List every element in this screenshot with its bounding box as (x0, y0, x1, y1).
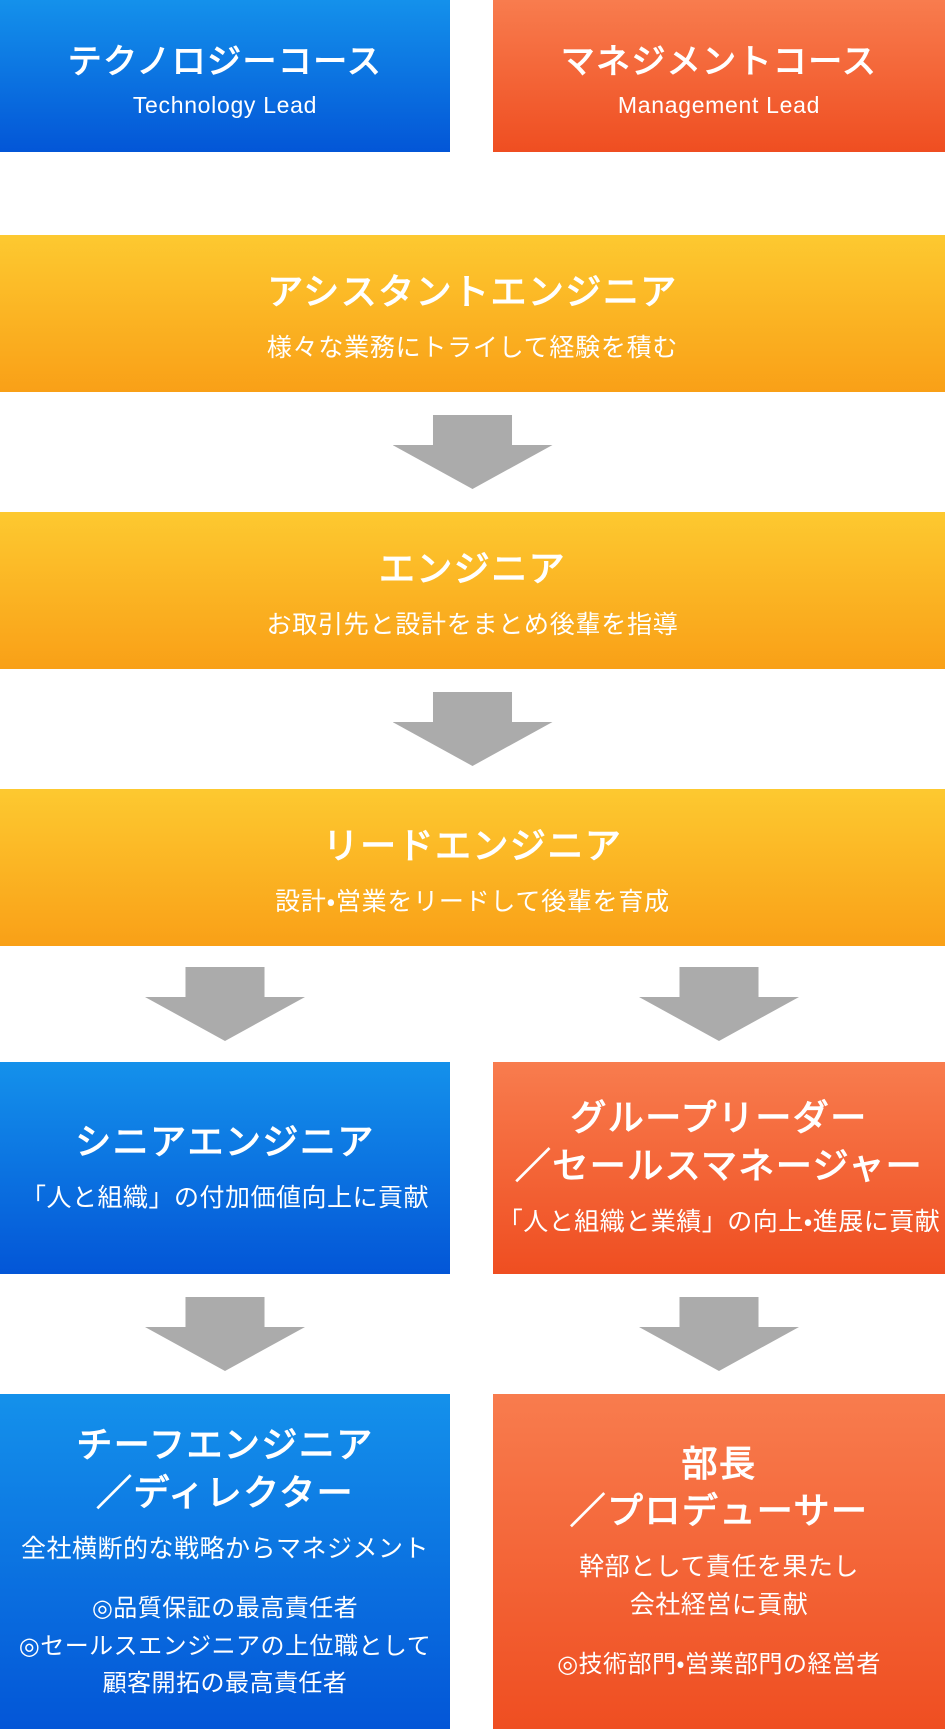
group-leader-card: グループリーダー ／セールスマネージャー 「人と組織と業績」の向上・進展に貢献 (493, 1062, 945, 1274)
final-card-row: チーフエンジニア ／ディレクター 全社横断的な戦略からマネジメント ◎品質保証の… (0, 1394, 945, 1729)
header-row: テクノロジーコース Technology Lead マネジメントコース Mana… (0, 0, 945, 152)
engineer-subtitle: お取引先と設計をまとめ後輩を指導 (266, 611, 679, 639)
arrow-cell-left (0, 946, 450, 1062)
director-subtitle-line-2: 会社経営に貢献 (629, 1590, 809, 1619)
technology-course-header: テクノロジーコース Technology Lead (0, 0, 450, 152)
down-arrow-icon (145, 967, 305, 1041)
engineer-title: エンジニア (378, 548, 567, 589)
management-course-header: マネジメントコース Management Lead (493, 0, 945, 152)
lead-engineer-title: リードエンジニア (322, 825, 623, 866)
chief-engineer-title-line-1: チーフエンジニア (76, 1424, 374, 1466)
technology-course-subtitle: Technology Lead (132, 91, 318, 118)
mid-card-row: シニアエンジニア 「人と組織」の付加価値向上に貢献 グループリーダー ／セールス… (0, 1062, 945, 1274)
director-subtitle-line-1: 幹部として責任を果たし (579, 1553, 859, 1582)
down-arrow-icon (639, 1297, 799, 1371)
down-arrow-icon (145, 1297, 305, 1371)
split-arrow-row-1 (0, 946, 945, 1062)
assistant-engineer-subtitle: 様々な業務にトライして経験を積む (266, 334, 679, 362)
technology-course-title: テクノロジーコース (67, 42, 383, 81)
chief-engineer-bullets: ◎品質保証の最高責任者 ◎セールスエンジニアの上位職として 顧客開拓の最高責任者 (19, 1590, 431, 1702)
director-title-line-1: 部長 (681, 1442, 757, 1484)
engineer-band: エンジニア お取引先と設計をまとめ後輩を指導 (0, 512, 945, 669)
bottom-margin (0, 1729, 945, 1733)
management-course-title: マネジメントコース (560, 42, 878, 81)
chief-engineer-bullet-1: ◎品質保証の最高責任者 (91, 1595, 359, 1623)
header-gap (0, 152, 945, 235)
assistant-engineer-title: アシスタントエンジニア (267, 271, 678, 312)
lead-engineer-band: リードエンジニア 設計・営業をリードして後輩を育成 (0, 789, 945, 946)
split-arrow-row-2 (0, 1274, 945, 1394)
arrow-gap-1 (0, 392, 945, 512)
down-arrow-icon (392, 415, 553, 489)
arrow-cell-right (493, 1297, 945, 1371)
arrow-gap-2 (0, 669, 945, 789)
down-arrow-icon (392, 692, 553, 766)
senior-engineer-card: シニアエンジニア 「人と組織」の付加価値向上に貢献 (0, 1062, 450, 1274)
senior-engineer-subtitle: 「人と組織」の付加価値向上に貢献 (20, 1184, 429, 1213)
management-course-subtitle: Management Lead (617, 91, 821, 118)
chief-engineer-card: チーフエンジニア ／ディレクター 全社横断的な戦略からマネジメント ◎品質保証の… (0, 1394, 450, 1729)
assistant-engineer-band: アシスタントエンジニア 様々な業務にトライして経験を積む (0, 235, 945, 392)
director-card: 部長 ／プロデューサー 幹部として責任を果たし 会社経営に貢献 ◎技術部門・営業… (493, 1394, 945, 1729)
chief-engineer-bullet-2-line-2: 顧客開拓の最高責任者 (102, 1669, 348, 1697)
group-leader-title-line-2: ／セールスマネージャー (514, 1145, 924, 1187)
chief-engineer-subtitle: 全社横断的な戦略からマネジメント (20, 1534, 429, 1563)
director-title: 部長 ／プロデューサー (570, 1440, 869, 1536)
chief-engineer-title-line-2: ／ディレクター (95, 1471, 355, 1513)
lead-engineer-subtitle: 設計・営業をリードして後輩を育成 (275, 888, 670, 916)
chief-engineer-title: チーフエンジニア ／ディレクター (76, 1421, 373, 1517)
group-leader-title: グループリーダー ／セールスマネージャー (515, 1094, 923, 1190)
director-title-line-2: ／プロデューサー (569, 1490, 869, 1532)
director-subtitle: 幹部として責任を果たし 会社経営に貢献 (579, 1549, 859, 1624)
director-bullets: ◎技術部門・営業部門の経営者 (557, 1646, 881, 1683)
senior-engineer-title: シニアエンジニア (75, 1121, 375, 1163)
director-bullet-1: ◎技術部門・営業部門の経営者 (557, 1651, 881, 1679)
group-leader-subtitle: 「人と組織と業績」の向上・進展に貢献 (497, 1208, 941, 1237)
down-arrow-icon (639, 967, 799, 1041)
chief-engineer-bullet-2-line-1: ◎セールスエンジニアの上位職として (18, 1632, 432, 1660)
group-leader-title-line-1: グループリーダー (570, 1097, 868, 1139)
arrow-cell-left (0, 1297, 450, 1371)
arrow-cell-right (493, 946, 945, 1062)
